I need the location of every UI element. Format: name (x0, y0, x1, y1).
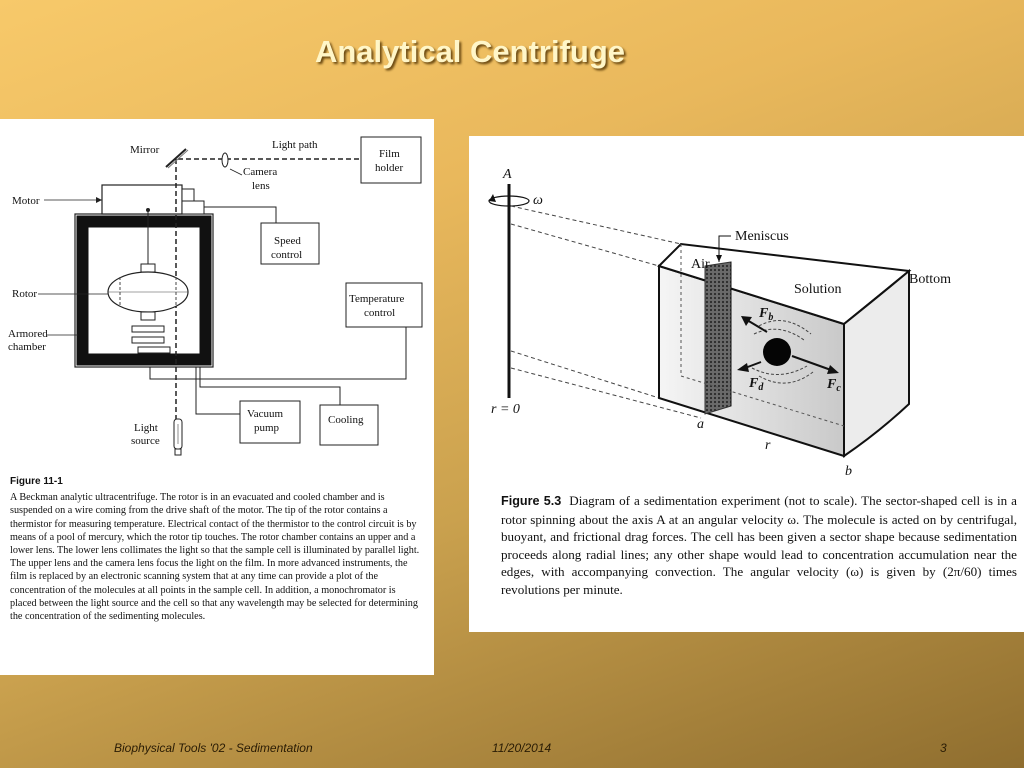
label-motor: Motor (12, 195, 40, 207)
caption-title: Figure 11-1 (10, 476, 63, 487)
label-force-buoyant: Fb (758, 306, 773, 323)
label-air: Air (691, 257, 710, 272)
caption-text: Diagram of a sedimentation experiment (n… (501, 493, 1017, 597)
label-r: r (765, 438, 771, 453)
sedimentation-figure: A ω Meniscus Air Solution Bottom r = 0 a… (469, 136, 1024, 632)
sedimentation-diagram: A ω Meniscus Air Solution Bottom r = 0 a… (488, 167, 951, 479)
figure-11-1-caption: Figure 11-1 A Beckman analytic ultracent… (10, 475, 424, 623)
label-camera: Camera (243, 166, 277, 178)
label-r-zero: r = 0 (491, 402, 520, 417)
label-chamber: chamber (8, 341, 46, 353)
footer-date: 11/20/2014 (492, 741, 552, 755)
label-holder: holder (375, 162, 403, 174)
ultracentrifuge-figure: Mirror Light path Film holder Camera len… (0, 119, 434, 675)
label-lens: lens (252, 180, 270, 192)
label-force-centrifugal: Fc (826, 377, 841, 394)
label-pump: pump (254, 422, 280, 434)
label-axis-a: A (502, 167, 512, 182)
label-force-drag: Fd (748, 376, 764, 393)
label-source: source (131, 435, 160, 447)
label-temperature-control: control (364, 307, 395, 319)
label-speed: Speed (274, 235, 301, 247)
label-meniscus: Meniscus (735, 229, 789, 244)
label-speed-control: control (271, 249, 302, 261)
label-film: Film (379, 148, 400, 160)
label-vacuum: Vacuum (247, 408, 283, 420)
label-mirror: Mirror (130, 144, 160, 156)
ultracentrifuge-diagram: Mirror Light path Film holder Camera len… (8, 136, 423, 456)
label-rotor: Rotor (12, 288, 37, 300)
caption-text: A Beckman analytic ultracentrifuge. The … (10, 492, 420, 623)
label-temperature: Temperature (349, 293, 405, 305)
label-cooling: Cooling (328, 414, 364, 426)
label-solution: Solution (794, 282, 841, 297)
label-light: Light (134, 422, 158, 434)
label-a: a (697, 417, 704, 432)
label-bottom: Bottom (909, 272, 951, 287)
label-b: b (845, 464, 852, 479)
footer-page-number: 3 (940, 741, 947, 755)
label-omega: ω (533, 193, 543, 208)
footer-course: Biophysical Tools '02 - Sedimentation (114, 741, 313, 755)
caption-title: Figure 5.3 (501, 494, 562, 508)
label-light-path: Light path (272, 139, 318, 151)
slide-title: Analytical Centrifuge (314, 34, 626, 69)
label-armored: Armored (8, 328, 48, 340)
